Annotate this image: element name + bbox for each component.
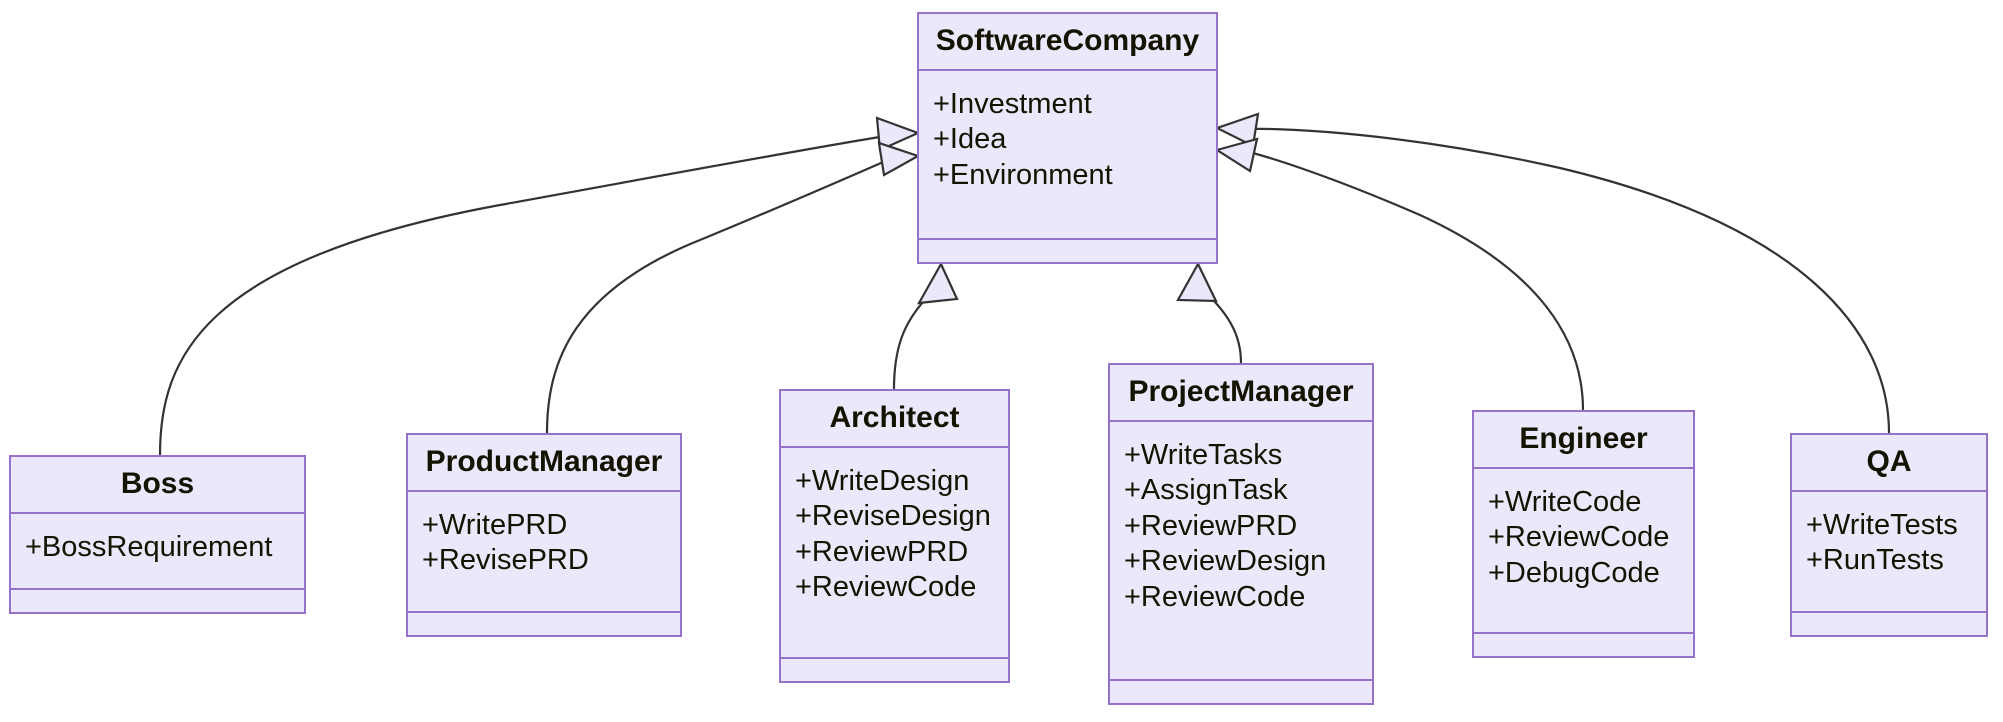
class-attributes-softwarecompany: +Investment +Idea +Environment: [919, 71, 1216, 240]
class-methods-engineer: [1474, 634, 1693, 656]
attribute-row: +ReviseDesign: [795, 500, 991, 533]
attribute-row: +BossRequirement: [25, 531, 273, 563]
class-node-engineer[interactable]: Engineer +WriteCode +ReviewCode +DebugCo…: [1472, 410, 1695, 658]
attribute-row: +WriteDesign: [795, 465, 970, 497]
class-methods-productmanager: [408, 613, 680, 635]
attribute-row: +DebugCode: [1488, 556, 1660, 589]
attribute-row: +WritePRD: [422, 509, 568, 541]
class-title-engineer: Engineer: [1474, 412, 1693, 469]
class-attributes-projectmanager: +WriteTasks +AssignTask +ReviewPRD +Revi…: [1110, 422, 1372, 681]
class-title-qa: QA: [1792, 435, 1986, 492]
class-node-projectmanager[interactable]: ProjectManager +WriteTasks +AssignTask +…: [1108, 363, 1374, 705]
edge-projectmanager-to-softwarecompany: [1206, 292, 1243, 365]
inheritance-arrowhead-architect: [916, 261, 959, 305]
class-node-architect[interactable]: Architect +WriteDesign +ReviseDesign +Re…: [779, 389, 1010, 683]
class-attributes-productmanager: +WritePRD +RevisePRD: [408, 492, 680, 613]
class-node-qa[interactable]: QA +WriteTests +RunTests: [1790, 433, 1988, 637]
class-title-architect: Architect: [781, 391, 1008, 448]
inheritance-arrowhead-engineer: [1214, 137, 1259, 173]
class-methods-projectmanager: [1110, 681, 1372, 703]
class-methods-architect: [781, 659, 1008, 681]
class-title-boss: Boss: [11, 457, 304, 514]
attribute-row: +RevisePRD: [422, 544, 589, 577]
class-title-projectmanager: ProjectManager: [1110, 365, 1372, 422]
attribute-row: +ReviewPRD: [795, 535, 969, 568]
class-title-softwarecompany: SoftwareCompany: [919, 14, 1216, 71]
attribute-row: +ReviewCode: [795, 571, 977, 604]
class-node-softwarecompany[interactable]: SoftwareCompany +Investment +Idea +Envir…: [917, 12, 1218, 264]
class-title-productmanager: ProductManager: [408, 435, 680, 492]
attribute-row: +ReviewCode: [1124, 580, 1306, 613]
attribute-row: +Idea: [933, 123, 1007, 156]
attribute-row: +WriteTasks: [1124, 439, 1283, 471]
class-attributes-qa: +WriteTests +RunTests: [1792, 492, 1986, 613]
attribute-row: +AssignTask: [1124, 474, 1288, 507]
class-attributes-boss: +BossRequirement: [11, 514, 304, 590]
class-node-boss[interactable]: Boss +BossRequirement: [9, 455, 306, 614]
inheritance-arrowhead-productmanager: [877, 141, 921, 177]
inheritance-arrowhead-projectmanager: [1176, 261, 1218, 303]
class-methods-boss: [11, 590, 304, 612]
attribute-row: +ReviewDesign: [1124, 545, 1327, 578]
inheritance-arrowhead-boss: [875, 116, 921, 152]
class-methods-softwarecompany: [919, 240, 1216, 262]
class-methods-qa: [1792, 613, 1986, 635]
attribute-row: +ReviewCode: [1488, 521, 1670, 554]
class-node-productmanager[interactable]: ProductManager +WritePRD +RevisePRD: [406, 433, 682, 637]
attribute-row: +Environment: [933, 158, 1113, 191]
inheritance-arrowhead-qa: [1214, 112, 1260, 148]
edge-architect-to-softwarecompany: [892, 292, 932, 391]
attribute-row: +RunTests: [1806, 544, 1944, 577]
class-attributes-engineer: +WriteCode +ReviewCode +DebugCode: [1474, 469, 1693, 634]
edge-boss-to-softwarecompany: [158, 134, 888, 457]
attribute-row: +ReviewPRD: [1124, 509, 1298, 542]
class-attributes-architect: +WriteDesign +ReviseDesign +ReviewPRD +R…: [781, 448, 1008, 659]
attribute-row: +WriteTests: [1806, 509, 1958, 541]
attribute-row: +WriteCode: [1488, 486, 1642, 518]
attribute-row: +Investment: [933, 88, 1092, 120]
